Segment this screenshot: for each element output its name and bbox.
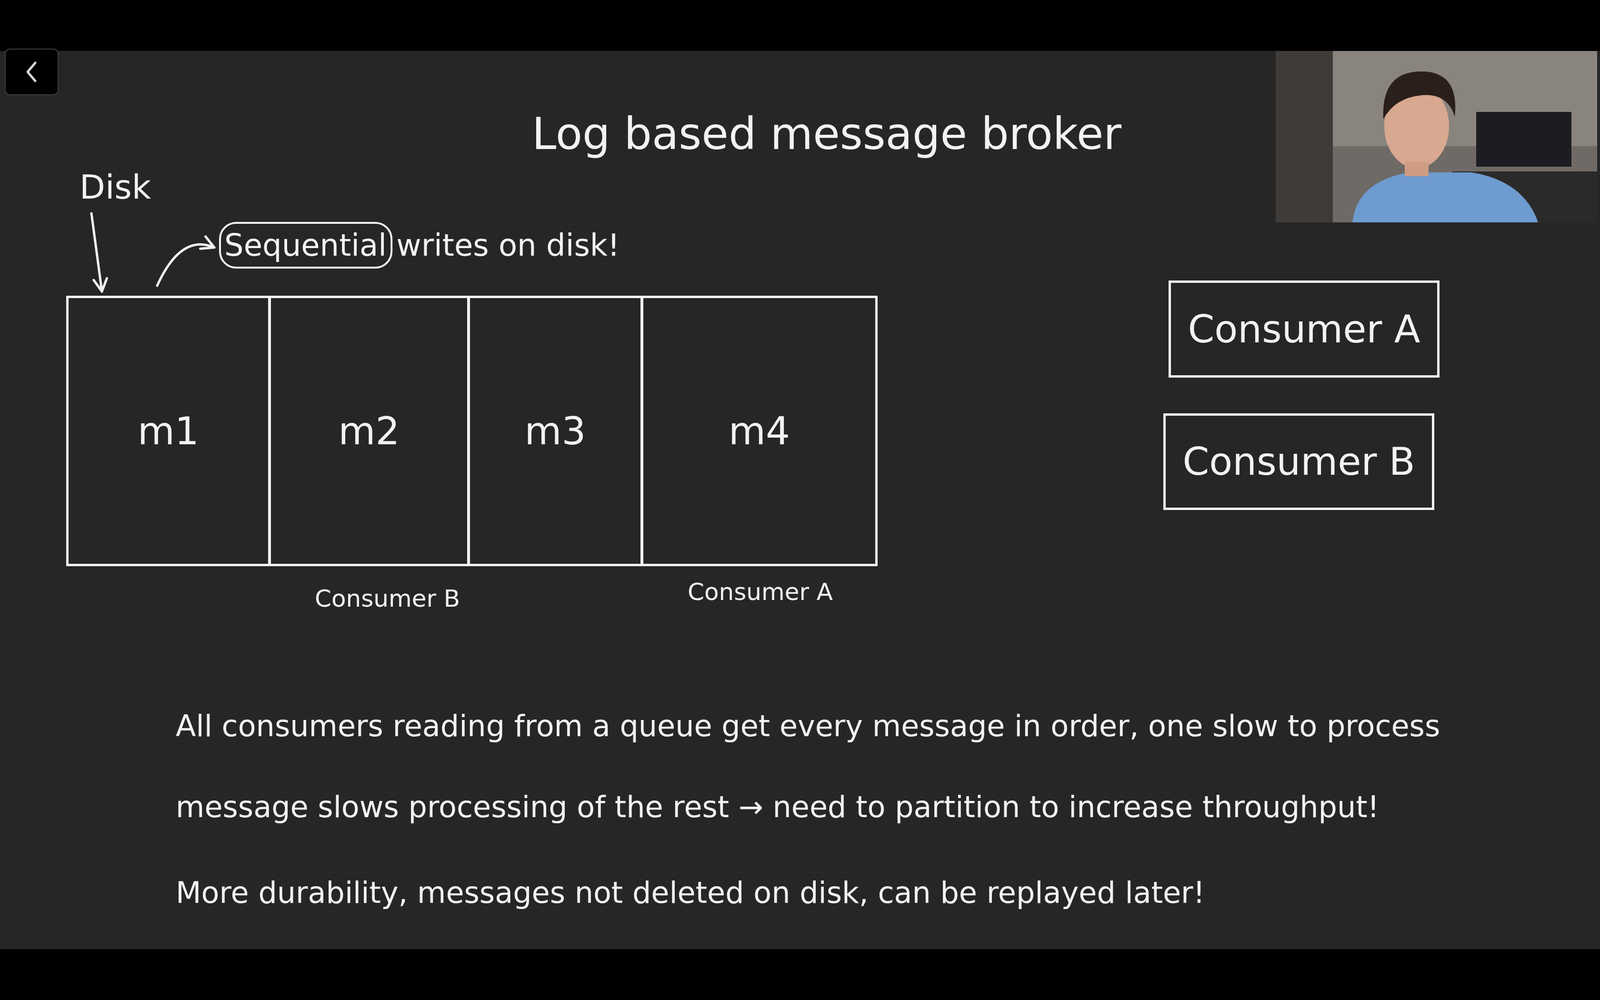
annotation: Sequential writes on disk! bbox=[224, 227, 620, 263]
disk-label: Disk bbox=[79, 167, 151, 207]
top-bar bbox=[0, 0, 1600, 51]
consumer-box: Consumer A bbox=[1168, 280, 1440, 378]
node-text: m2 bbox=[338, 409, 400, 454]
consumer-offset-label: Consumer A bbox=[687, 578, 833, 606]
webcam-shirt bbox=[1352, 172, 1539, 223]
node-text: Consumer A bbox=[1187, 307, 1420, 352]
webcam-hair bbox=[1383, 71, 1456, 120]
arrow-head bbox=[200, 236, 215, 250]
consumer-offset-label: Consumer B bbox=[314, 584, 460, 613]
back-button bbox=[5, 49, 59, 95]
consumer-box: Consumer B bbox=[1163, 413, 1435, 510]
node-text: Consumer B bbox=[1182, 439, 1415, 484]
webcam-background bbox=[1275, 50, 1598, 223]
log-cell: m2 bbox=[268, 295, 470, 567]
note: All consumers reading from a queue get e… bbox=[175, 685, 1519, 848]
title: Log based message broker bbox=[531, 108, 1122, 160]
webcam-tv bbox=[1476, 111, 1572, 167]
log-cell: m1 bbox=[66, 295, 271, 567]
note: More durability, messages not deleted on… bbox=[175, 852, 1519, 934]
node-text: m4 bbox=[728, 409, 790, 454]
pointer-arrow bbox=[157, 244, 215, 286]
back-chevron bbox=[27, 62, 36, 81]
log-cell: m4 bbox=[640, 295, 878, 567]
log-cell: m3 bbox=[467, 295, 643, 567]
webcam-doorway bbox=[1275, 50, 1333, 223]
webcam-neck bbox=[1404, 161, 1429, 177]
bottom-bar bbox=[0, 949, 1600, 1000]
node-text: m3 bbox=[524, 409, 587, 454]
arrow-head bbox=[93, 278, 108, 292]
webcam-view bbox=[1275, 50, 1598, 223]
node-text: m1 bbox=[137, 409, 200, 454]
